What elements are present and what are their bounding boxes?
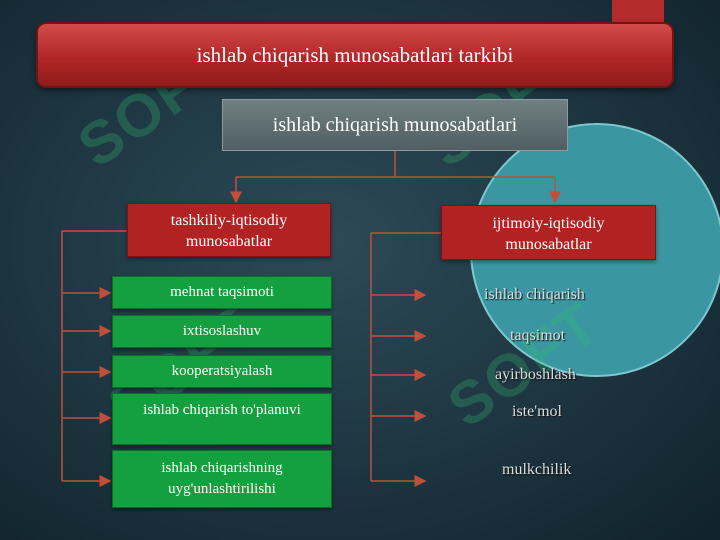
left-item-label: ishlab chiqarish to'planuvi: [143, 402, 301, 418]
right-header-line-1: ijtimoiy-iqtisodiy: [492, 214, 605, 232]
right-item: ishlab chiqarish: [484, 286, 585, 303]
right-item: iste'mol: [512, 403, 562, 420]
right-item: mulkchilik: [502, 461, 572, 478]
left-header-line-2: munosabatlar: [185, 233, 273, 250]
right-header-line-2: munosabatlar: [505, 235, 592, 253]
right-item: ayirboshlash: [495, 366, 576, 383]
left-item-label: ixtisoslashuv: [182, 323, 262, 339]
left-item: ishlab chiqarish to'planuvi: [112, 393, 332, 445]
right-branch-header: ijtimoiy-iqtisodiy munosabatlar: [441, 205, 656, 260]
root-node: ishlab chiqarish munosabatlari: [222, 99, 568, 151]
right-item: taqsimot: [510, 327, 566, 344]
left-item-label: mehnat taqsimoti: [170, 284, 274, 300]
left-item-label: kooperatsiyalash: [171, 363, 273, 379]
left-item-label-line-1: ishlab chiqarishning: [161, 460, 283, 476]
slide-title: ishlab chiqarish munosabatlari tarkibi: [36, 22, 674, 88]
left-branch-header: tashkiliy-iqtisodiy munosabatlar: [127, 203, 331, 257]
left-item: ixtisoslashuv: [112, 315, 332, 348]
left-item: mehnat taqsimoti: [112, 276, 332, 309]
left-item: kooperatsiyalash: [112, 355, 332, 388]
left-item-label-line-2: uyg'unlashtirilishi: [168, 481, 276, 497]
left-item: ishlab chiqarishning uyg'unlashtirilishi: [112, 450, 332, 508]
left-header-line-1: tashkiliy-iqtisodiy: [170, 212, 288, 229]
